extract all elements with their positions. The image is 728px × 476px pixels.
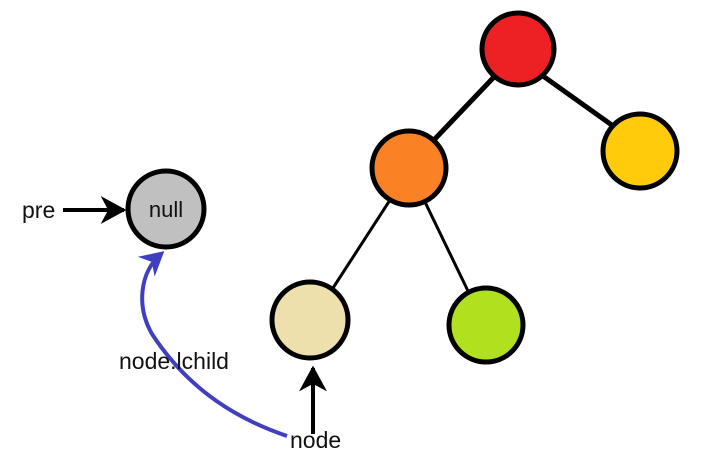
null-node-group: null — [125, 168, 207, 250]
tree-nodes — [269, 10, 680, 365]
pre-annotation: pre — [22, 196, 127, 224]
node-label-text: node — [290, 427, 341, 453]
null-node-label: null — [149, 197, 183, 222]
tree-node-beige[interactable] — [269, 279, 351, 361]
tree-node-orange[interactable] — [369, 128, 449, 208]
edge-left-to-green — [423, 201, 470, 292]
edge-root-to-right — [541, 73, 618, 131]
pre-label: pre — [22, 197, 55, 223]
edge-root-to-left — [430, 75, 496, 144]
tree-node-yellow[interactable] — [600, 111, 680, 191]
tree-node-null[interactable] — [125, 168, 207, 250]
node-annotation: node — [290, 365, 341, 453]
edge-left-to-beige — [331, 199, 392, 289]
tree-node-green[interactable] — [446, 285, 526, 365]
node-lchild-annotation: node.lchild — [119, 251, 288, 438]
tree-edges — [331, 73, 618, 292]
node-lchild-label: node.lchild — [119, 348, 229, 374]
tree-node-red[interactable] — [479, 10, 557, 88]
node-lchild-curve — [137, 251, 288, 438]
